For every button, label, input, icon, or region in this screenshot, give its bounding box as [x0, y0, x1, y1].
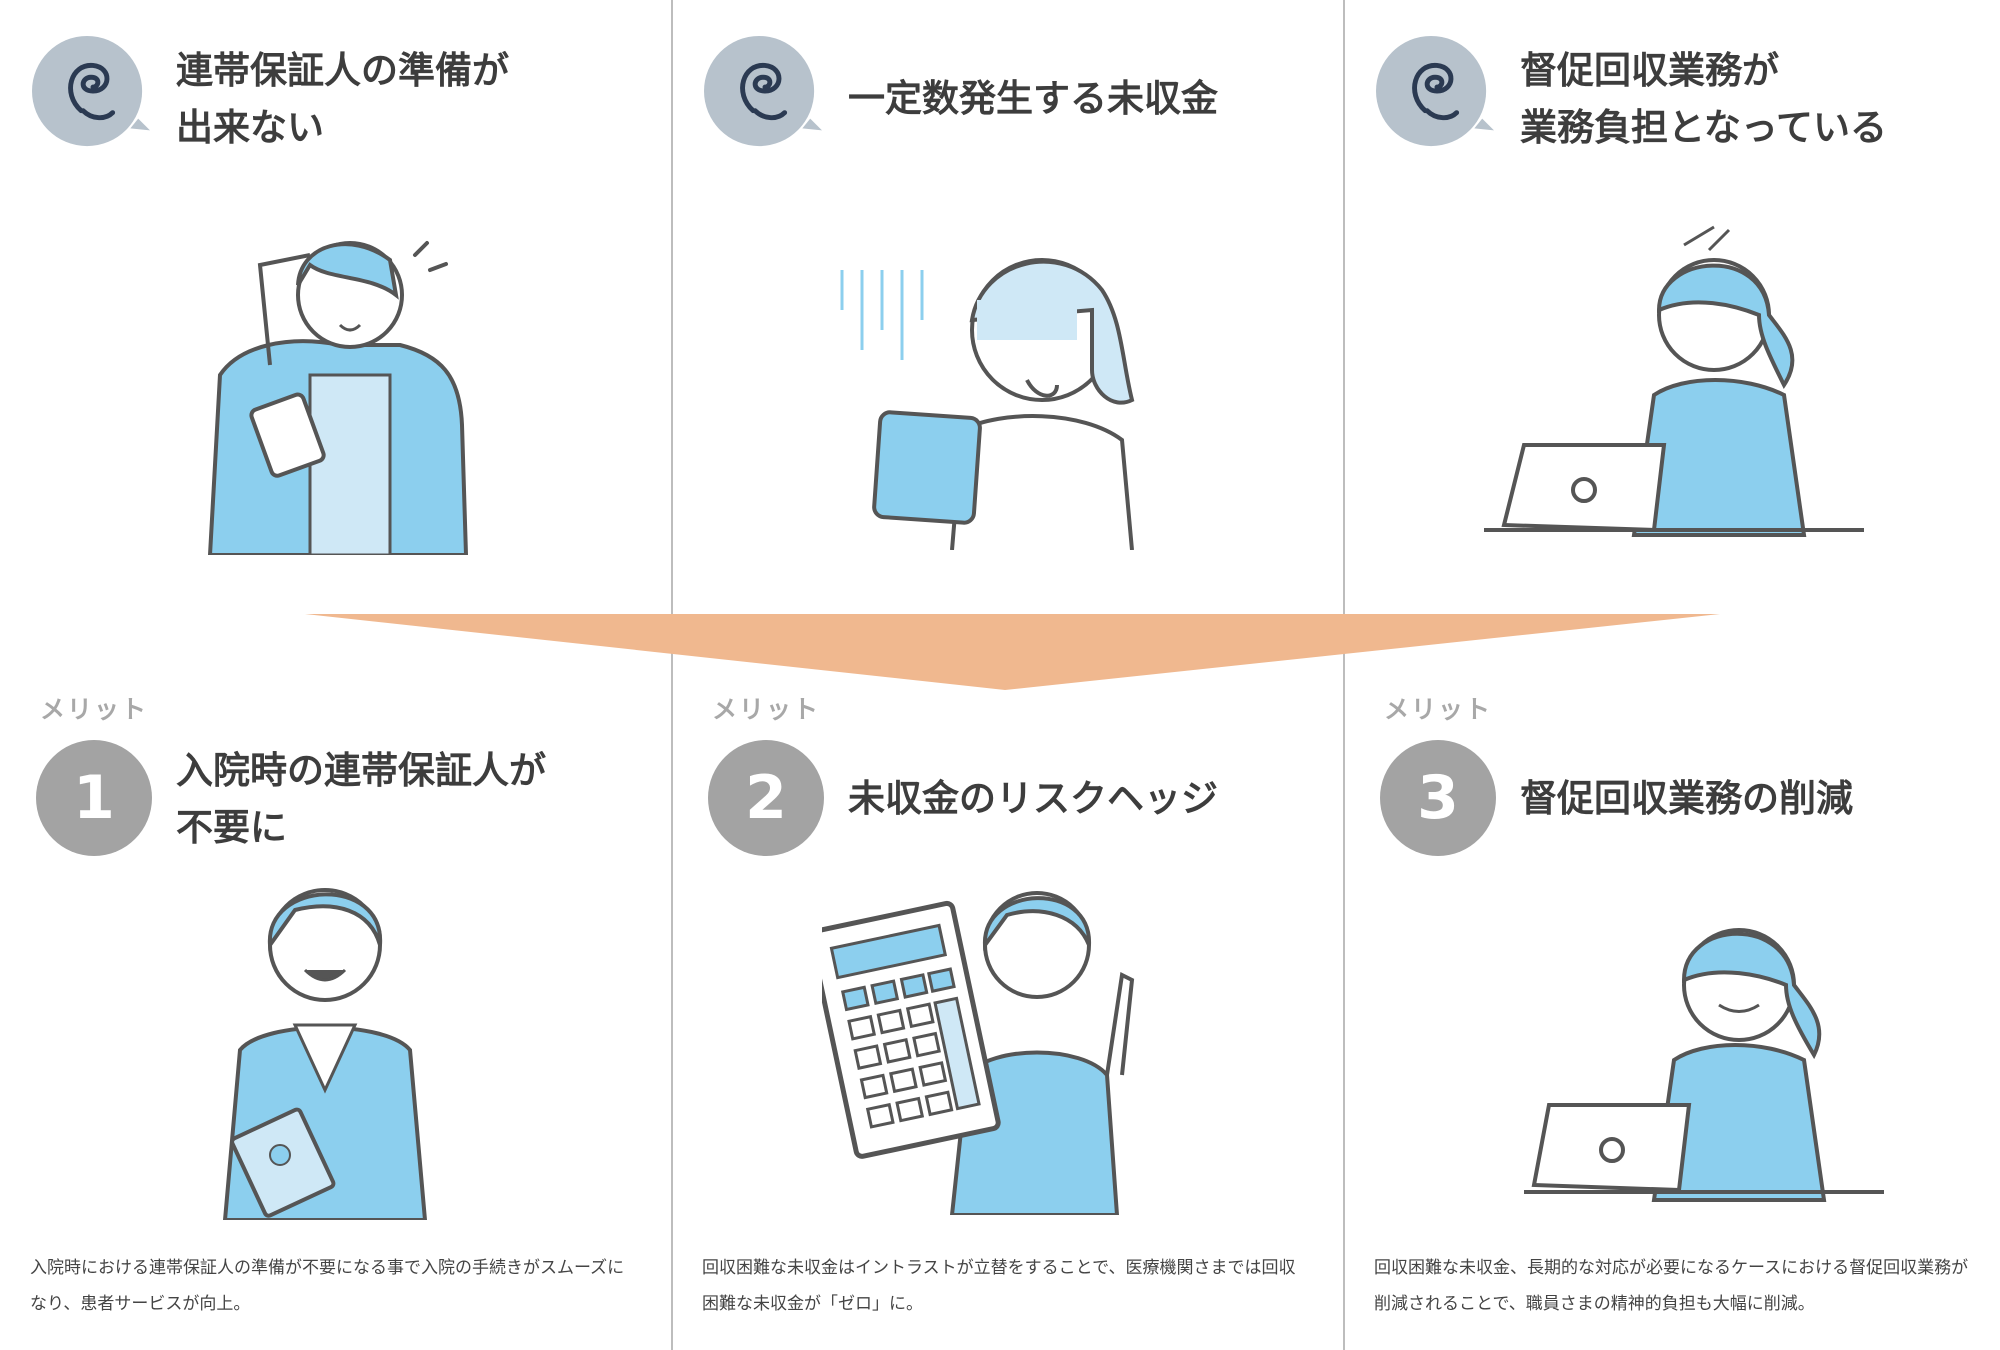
problem-title: 督促回収業務が 業務負担となっている [1520, 49, 1888, 149]
merit-label: メリット [40, 695, 149, 724]
column-divider-2 [1343, 0, 1345, 1350]
woman-with-calculator-illustration [822, 891, 1135, 1215]
merit-title: 入院時の連帯保証人が 不要に [176, 749, 546, 849]
worried-swirl-icon [32, 35, 150, 147]
merit-label: メリット [1384, 695, 1493, 724]
merit-card-2: メリット 2 未収金のリスクヘッジ 回収困難な未収金はイントラストが立替をするこ… [672, 690, 1342, 1350]
problem-card-1: 連帯保証人の準備が 出来ない [0, 0, 670, 600]
problem-title: 一定数発生する未収金 [848, 77, 1218, 120]
merit-label: メリット [712, 695, 821, 724]
worried-swirl-icon [704, 35, 822, 147]
problem-title: 連帯保証人の準備が 出来ない [176, 49, 509, 149]
merit-number-badge: 1 [36, 740, 152, 856]
merit-number-badge: 2 [708, 740, 824, 856]
merit-title: 未収金のリスクヘッジ [848, 777, 1218, 820]
merit-number-badge: 3 [1380, 740, 1496, 856]
problem-card-2: 一定数発生する未収金 [672, 0, 1342, 600]
merit-description: 回収困難な未収金、長期的な対応が必要になるケースにおける督促回収業務が削減される… [1374, 1258, 1969, 1314]
column-divider-1 [671, 0, 673, 1350]
worried-swirl-icon [1376, 35, 1494, 147]
shocked-woman-with-tablet-illustration [840, 258, 1135, 550]
merit-title: 督促回収業務の削減 [1520, 777, 1853, 820]
merit-card-1: メリット 1 入院時の連帯保証人が 不要に 入院時における連帯保証人の準備が不要… [0, 690, 670, 1350]
merit-description: 回収困難な未収金はイントラストが立替をすることで、医療機関さまでは回収困難な未収… [702, 1258, 1296, 1314]
problem-card-3: 督促回収業務が 業務負担となっている [1344, 0, 2000, 600]
transition-arrow [305, 614, 1720, 690]
merit-card-3: メリット 3 督促回収業務の削減 回収困難な未収金、長期的な対応が必要になるケー… [1344, 690, 2000, 1350]
tired-woman-at-laptop-illustration [1484, 225, 1864, 537]
calm-woman-at-laptop-illustration [1524, 928, 1884, 1202]
merit-description: 入院時における連帯保証人の準備が不要になる事で入院の手続きがスムーズになり、患者… [30, 1258, 625, 1314]
woman-scratching-head-illustration [207, 241, 469, 555]
smiling-woman-with-report-illustration [222, 888, 428, 1220]
